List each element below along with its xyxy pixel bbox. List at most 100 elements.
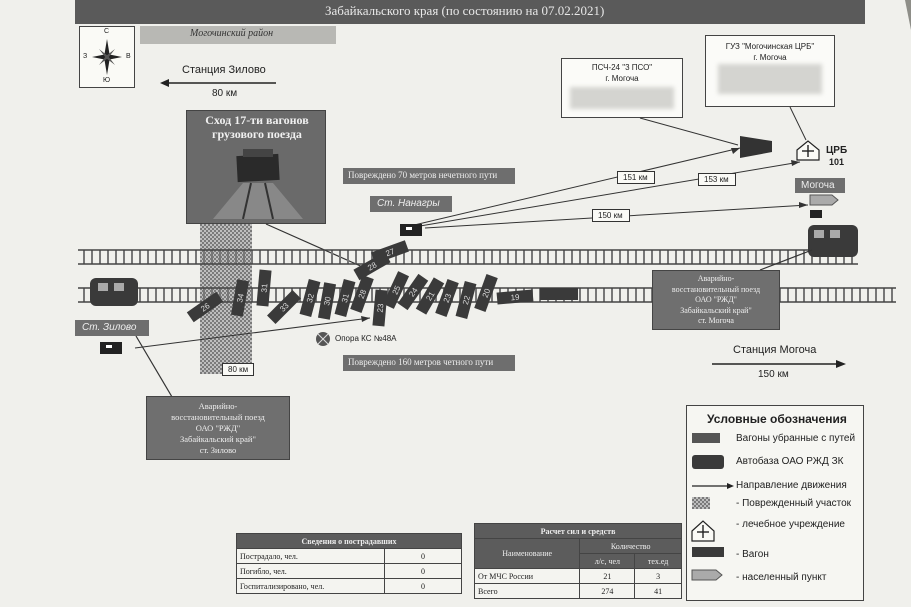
repair-train-line: ст. Могоча — [698, 316, 734, 325]
town-legend-icon — [691, 569, 723, 581]
wagon-number: 22 — [461, 294, 472, 305]
legend-item-direction: Направление движения — [736, 480, 847, 491]
derailed-wagon: 34 — [230, 279, 250, 317]
legend-item-wagon: - Вагон — [736, 549, 769, 560]
bus-icon — [692, 455, 724, 469]
repair-train-line: Забайкальский край" — [680, 305, 752, 315]
compass-e: В — [126, 53, 131, 60]
forces-table: Расчет сил и средств Наименование Количе… — [473, 523, 682, 599]
crb-info-box: ГУЗ "Могочинская ЦРБ" г. Могоча — [705, 35, 835, 107]
mogocha-label: Могоча — [795, 178, 845, 193]
mogocha-distance: 150 км — [758, 369, 789, 380]
repair-train-line: ОАО "РЖД" — [195, 423, 241, 433]
forces-title: Расчет сил и средств — [474, 523, 682, 539]
mogocha-marker-icon — [810, 210, 822, 218]
wagon-number: 20 — [481, 287, 493, 299]
distance-151: 151 км — [617, 171, 655, 184]
zilovo-station-title: Станция Зилово — [182, 64, 266, 76]
mogocha-station-title: Станция Могоча — [733, 344, 817, 356]
derailed-wagon: 23 — [372, 289, 388, 327]
wagon-number: 27 — [384, 247, 396, 259]
crb-label-name: ЦРБ — [826, 145, 848, 156]
wagon-number: 19 — [510, 293, 520, 303]
legend-item-hospital: - лечебное учреждение — [736, 519, 845, 530]
derailed-wagon: 21 — [415, 277, 445, 315]
victims-table: Сведения о пострадавших Пострадало, чел.… — [236, 533, 462, 594]
compass-w: З — [83, 53, 88, 60]
line-153 — [419, 161, 801, 227]
removed-wagons-icon — [692, 433, 720, 443]
wagon-number: 28 — [357, 288, 369, 300]
legend-item-bus: Автобаза ОАО РЖД ЗК — [736, 456, 844, 467]
intact-wagons-icon — [540, 288, 578, 300]
wagon-legend-icon — [692, 547, 724, 557]
pso-info-box: ПСЧ-24 "3 ПСО" г. Могоча — [561, 58, 683, 118]
wagon-number: 25 — [390, 284, 402, 296]
nanagry-label: Ст. Нанагры — [370, 196, 452, 212]
zilovo-label: Ст. Зилово — [75, 320, 149, 336]
repair-train-line: восстановительный поезд — [171, 412, 265, 422]
derailed-wagon: 22 — [455, 281, 477, 319]
repair-train-line: восстановительный поезд — [671, 284, 761, 294]
crb-label-num: 101 — [829, 157, 845, 167]
derailed-wagon: 32 — [299, 279, 321, 317]
wagon-number: 34 — [235, 292, 246, 303]
derailed-wagon: 23 — [435, 279, 459, 317]
hospital-icon — [796, 140, 820, 161]
repair-train-line: ст. Зилово — [199, 445, 237, 455]
derailed-wagon: 24 — [397, 273, 429, 311]
derailed-wagon: 19 — [496, 289, 534, 305]
wagon-number: 23 — [376, 303, 386, 313]
district-label: Могочинский район — [140, 26, 336, 44]
derailed-wagon: 28 — [353, 251, 391, 281]
compass-s: Ю — [103, 77, 111, 84]
track-upper — [78, 249, 858, 265]
derailed-wagon: 25 — [382, 271, 410, 309]
compass-n: С — [104, 28, 110, 35]
table-row: От МЧС России 21 3 — [473, 568, 682, 584]
damage-odd-label: Повреждено 70 метров нечетного пути — [343, 168, 515, 184]
wagon-number: 23 — [442, 292, 454, 304]
compass-star-icon — [92, 39, 122, 75]
damage-even-label: Повреждено 160 метров четного пути — [343, 355, 515, 371]
zilovo-distance: 80 км — [212, 88, 238, 99]
line-151 — [409, 147, 741, 227]
pso-flag-icon — [740, 136, 772, 158]
wagon-number: 31 — [340, 292, 351, 303]
legend-item-removed: Вагоны убранные с путей — [736, 433, 856, 444]
blurred-text — [718, 64, 822, 94]
damaged-section-icon — [692, 497, 710, 509]
distance-80: 80 км — [222, 363, 254, 376]
victims-title: Сведения о пострадавших — [236, 533, 462, 549]
legend-symbols — [691, 433, 734, 581]
pillar-label: Опора КС №48А — [335, 334, 397, 343]
derailed-wagon: 31 — [256, 269, 272, 307]
hospital-legend-icon — [691, 520, 715, 542]
repair-train-line: Аварийно- — [198, 401, 238, 411]
legend-item-damaged: - Поврежденный участок — [736, 498, 852, 509]
table-row: Пострадало, чел. 0 — [236, 548, 462, 564]
arrow-left-icon — [160, 79, 276, 87]
wagon-number: 31 — [260, 283, 270, 293]
locomotive-left-icon — [90, 278, 138, 306]
derailed-wagon: 33 — [267, 290, 301, 324]
distance-153: 153 км — [698, 173, 736, 186]
wagon-number: 30 — [322, 295, 333, 306]
table-row: Погибло, чел. 0 — [236, 563, 462, 579]
header-title: Забайкальского края (по состоянию на 07.… — [325, 3, 605, 18]
derailed-wagon: 30 — [317, 282, 337, 320]
derailed-wagon: 31 — [334, 279, 356, 317]
compass-rose: С Ю З В — [79, 26, 135, 88]
derailed-wagon: 26 — [186, 291, 224, 323]
blurred-text — [570, 87, 674, 109]
derailed-wagon: 20 — [474, 274, 498, 312]
pillar-icon — [316, 332, 330, 346]
locomotive-right-icon — [808, 225, 858, 257]
line-80 — [134, 317, 371, 349]
crb-pointer — [789, 106, 807, 141]
